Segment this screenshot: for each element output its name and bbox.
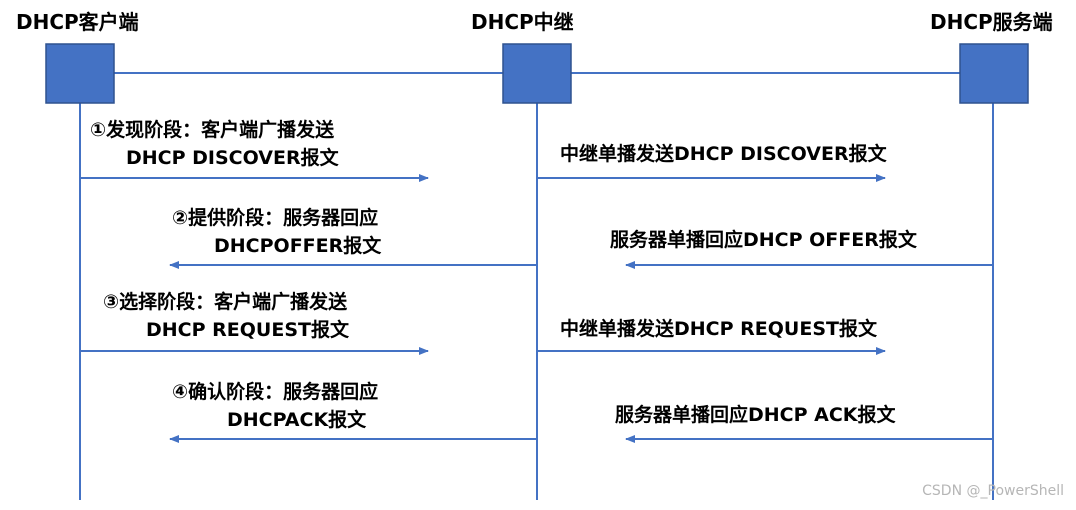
discover-left-label-line1: ①发现阶段：客户端广播发送 [90, 119, 335, 141]
csdn-watermark: CSDN @_PowerShell [922, 483, 1064, 499]
relay-node-box [502, 43, 572, 104]
request-left-label-line2: DHCP REQUEST报文 [146, 319, 349, 341]
offer-left-label-line1: ②提供阶段：服务器回应 [172, 207, 379, 229]
ack-right-label: 服务器单播回应DHCP ACK报文 [615, 404, 896, 426]
client-node-box [45, 43, 115, 104]
client-node-label: DHCP客户端 [16, 10, 139, 34]
server-node-box [959, 43, 1029, 104]
request-left-label-line1: ③选择阶段：客户端广播发送 [103, 291, 348, 313]
request-right-label: 中继单播发送DHCP REQUEST报文 [560, 318, 877, 340]
offer-left-label-line2: DHCPOFFER报文 [214, 235, 382, 257]
relay-node-label: DHCP中继 [471, 10, 574, 34]
discover-right-label: 中继单播发送DHCP DISCOVER报文 [560, 143, 887, 165]
ack-left-label-line1: ④确认阶段：服务器回应 [172, 381, 379, 403]
offer-right-label: 服务器单播回应DHCP OFFER报文 [610, 229, 917, 251]
discover-left-label-line2: DHCP DISCOVER报文 [126, 147, 339, 169]
server-node-label: DHCP服务端 [930, 10, 1053, 34]
ack-left-label-line2: DHCPACK报文 [227, 409, 367, 431]
